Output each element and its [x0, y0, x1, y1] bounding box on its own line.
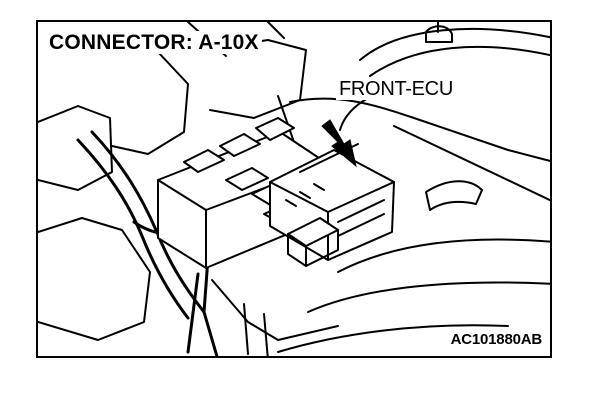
connector-title: CONNECTOR: A-10X [46, 31, 262, 54]
pointer-arrow [321, 119, 357, 168]
figure-code: AC101880AB [448, 331, 544, 348]
mounting-bracket [211, 279, 339, 356]
engine-bay-drawing [38, 22, 550, 356]
strut-tower [359, 22, 550, 77]
diagram-frame: CONNECTOR: A-10X FRONT-ECU AC101880AB [36, 20, 552, 358]
front-ecu-label: FRONT-ECU [336, 78, 456, 100]
connector-a10x [287, 217, 339, 267]
callout-leader [339, 97, 369, 131]
body-panel [277, 97, 550, 353]
